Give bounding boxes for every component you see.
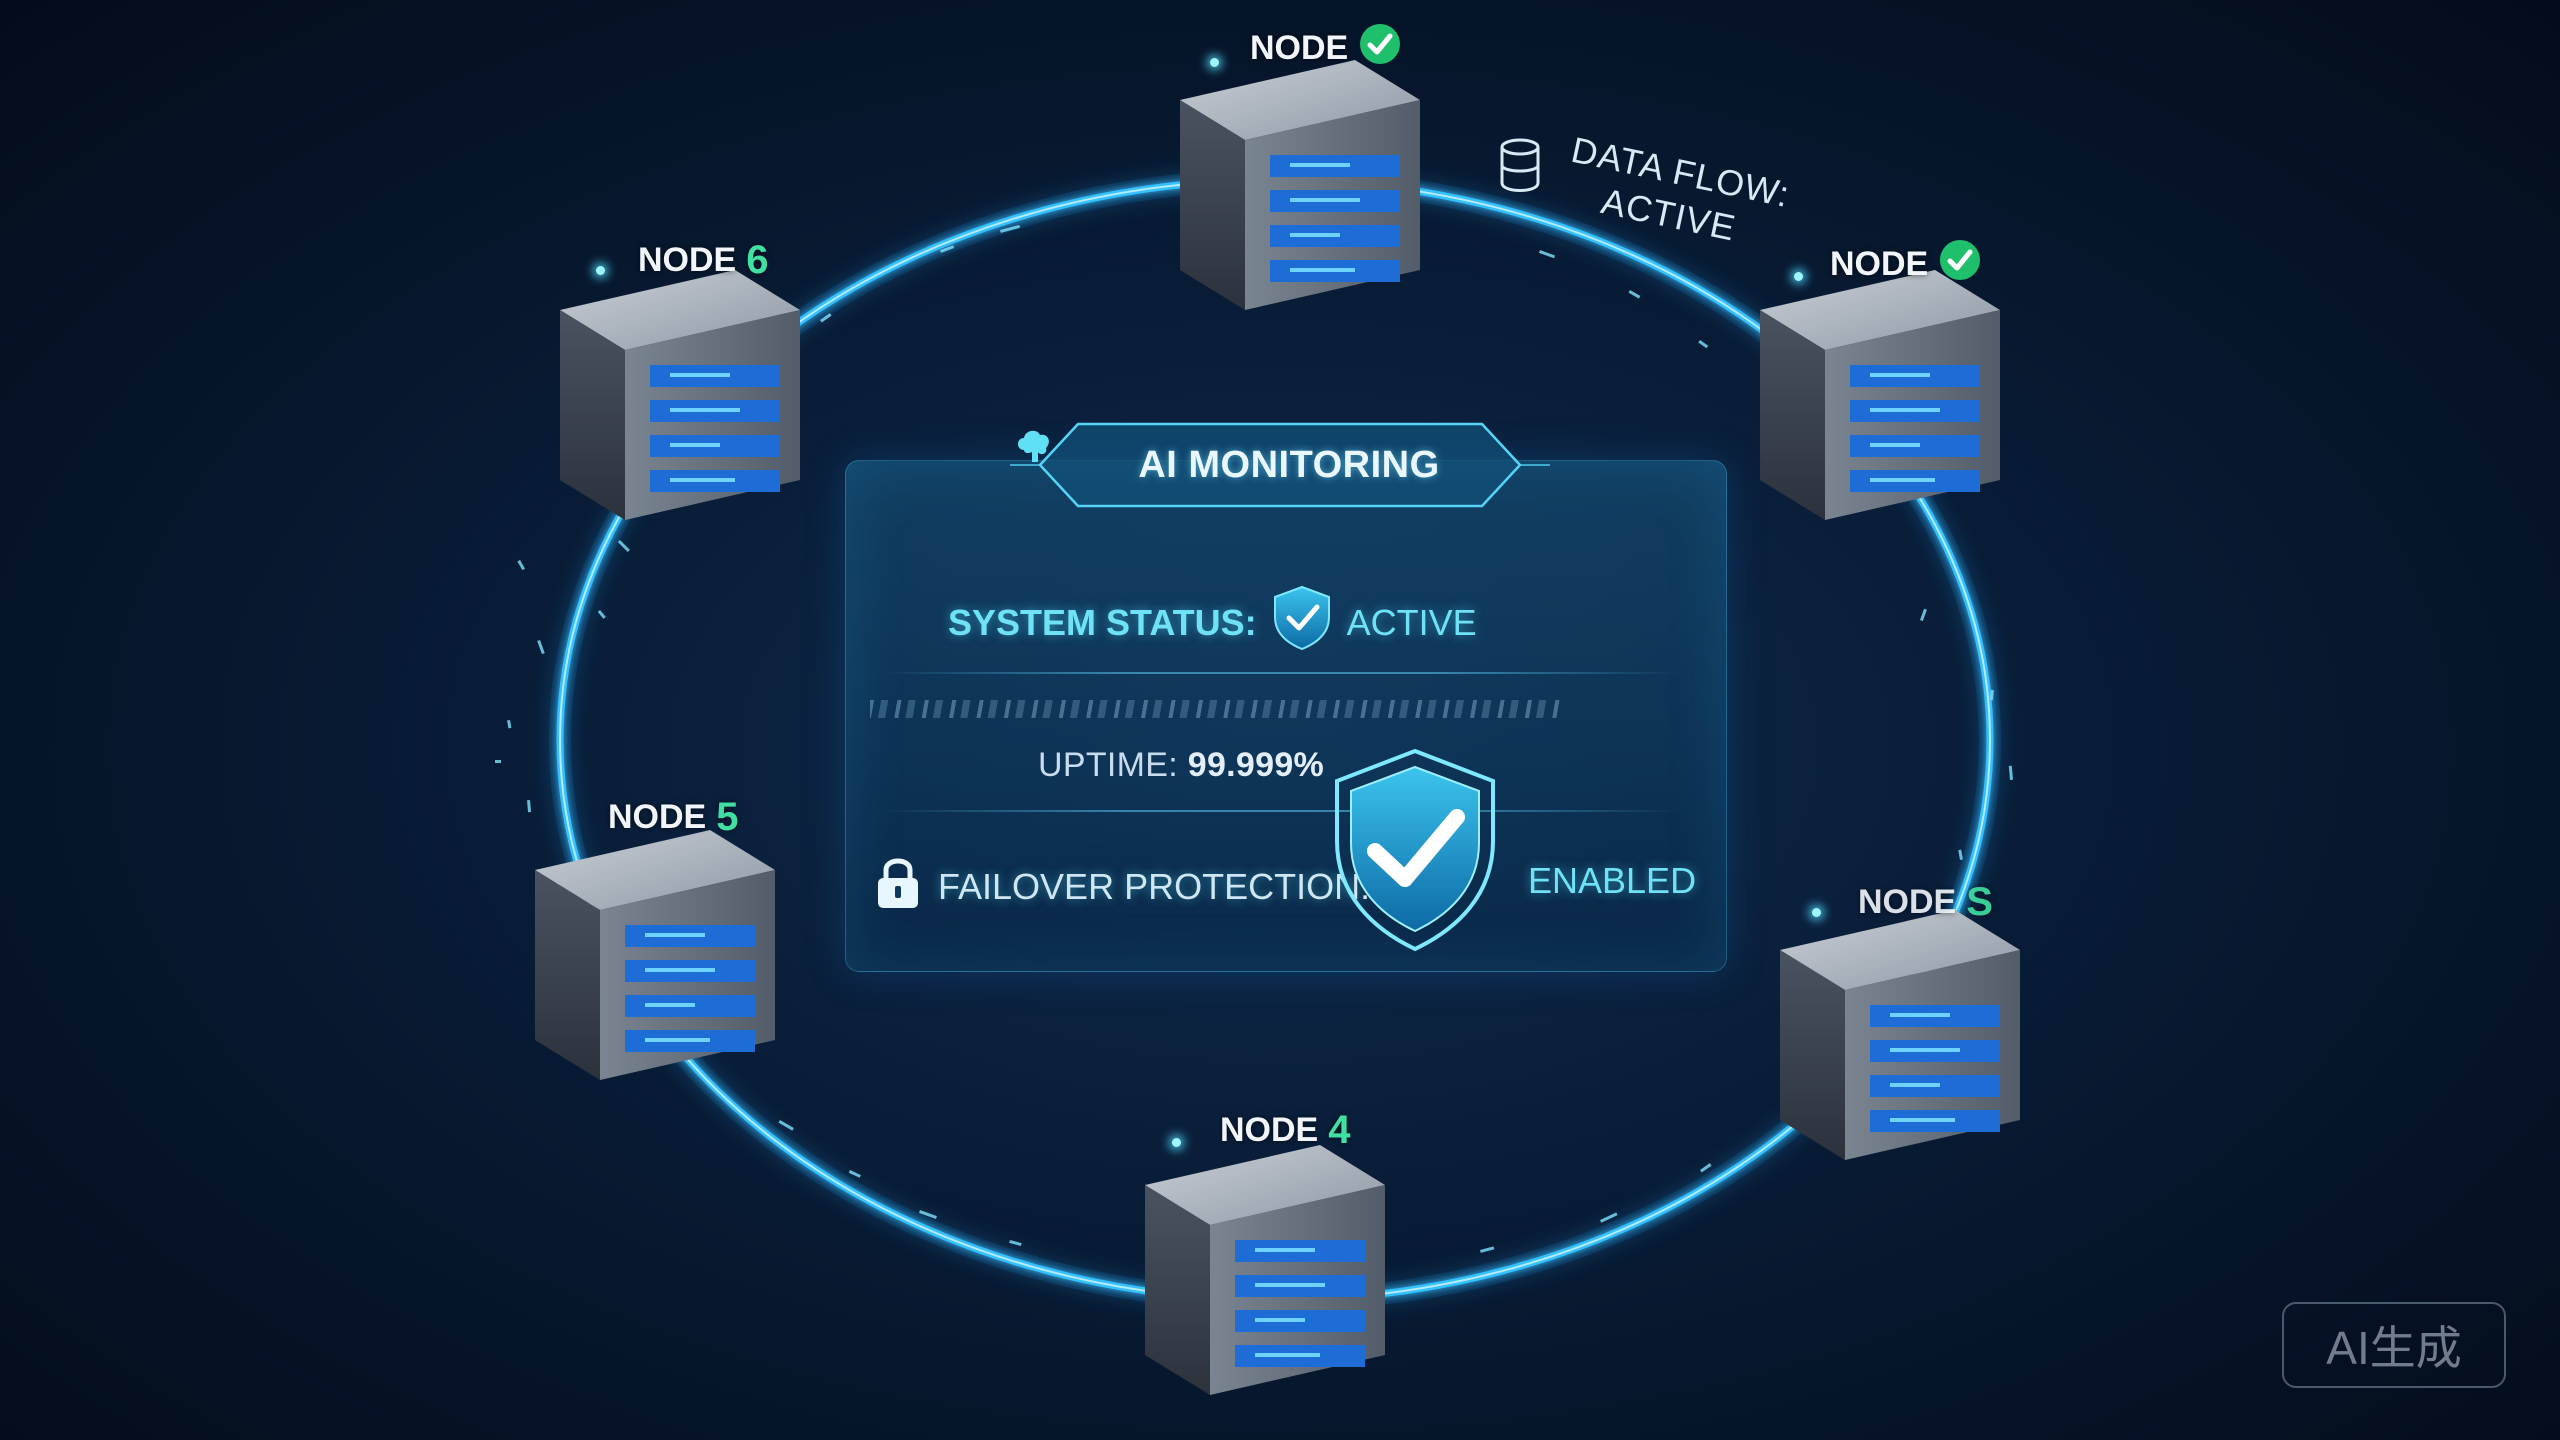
node-label-s: NODE S — [1858, 880, 1993, 925]
node-s-number: S — [1966, 880, 1993, 924]
failover-value: ENABLED — [1528, 860, 1697, 901]
node-label-6: NODE 6 — [638, 238, 768, 283]
check-icon — [1358, 22, 1402, 75]
node-right-text: NODE — [1830, 245, 1929, 283]
server-node-6 — [560, 270, 800, 520]
node-top-text: NODE — [1250, 29, 1349, 67]
server-node-right — [1760, 270, 2000, 520]
node-s-text: NODE — [1858, 883, 1957, 921]
node-4-number: 4 — [1328, 1108, 1351, 1152]
uptime-label: UPTIME: — [1038, 746, 1178, 784]
failover-label: FAILOVER PROTECTION: — [938, 865, 1371, 907]
node-s-dot — [1812, 908, 1821, 917]
node-top-dot — [1210, 58, 1219, 67]
system-status-row: SYSTEM STATUS: ACTIVE — [948, 585, 1477, 660]
lock-icon — [872, 852, 924, 921]
ai-generated-watermark: AI生成 — [2282, 1302, 2506, 1388]
server-node-s — [1780, 910, 2020, 1160]
title-hexagon-frame — [1010, 422, 1550, 508]
node-5-text: NODE — [608, 798, 707, 836]
server-node-5 — [535, 830, 775, 1080]
uptime-row: UPTIME: 99.999% — [1038, 746, 1324, 785]
failover-row: FAILOVER PROTECTION: — [872, 852, 1370, 921]
big-shield-icon — [1325, 745, 1505, 960]
monitoring-panel — [845, 460, 1727, 972]
node-label-5: NODE 5 — [608, 795, 738, 840]
node-6-dot — [596, 266, 605, 275]
node-right-dot — [1794, 272, 1803, 281]
node-4-dot — [1172, 1138, 1181, 1147]
node-label-right: NODE — [1830, 238, 1982, 291]
node-4-text: NODE — [1220, 1111, 1319, 1149]
database-icon — [1490, 135, 1550, 206]
divider-top — [880, 672, 1680, 674]
node-5-number: 5 — [716, 795, 739, 839]
node-label-4: NODE 4 — [1220, 1108, 1350, 1153]
system-status-label: SYSTEM STATUS: — [948, 601, 1257, 643]
failover-value-wrap: ENABLED — [1528, 860, 1696, 902]
node-label-top: NODE — [1250, 22, 1402, 75]
panel-title: AI MONITORING — [1138, 443, 1440, 486]
uptime-value: 99.999% — [1187, 746, 1325, 784]
node-6-number: 6 — [746, 238, 769, 282]
node-6-text: NODE — [638, 241, 737, 279]
check-icon — [1938, 238, 1982, 291]
activity-bar — [870, 700, 1560, 718]
divider-bottom — [880, 810, 1680, 812]
shield-check-icon — [1271, 585, 1333, 660]
server-node-4 — [1145, 1145, 1385, 1395]
system-status-value: ACTIVE — [1346, 601, 1477, 643]
server-node-top — [1180, 60, 1420, 310]
panel-title-badge: AI MONITORING — [1010, 420, 1550, 510]
